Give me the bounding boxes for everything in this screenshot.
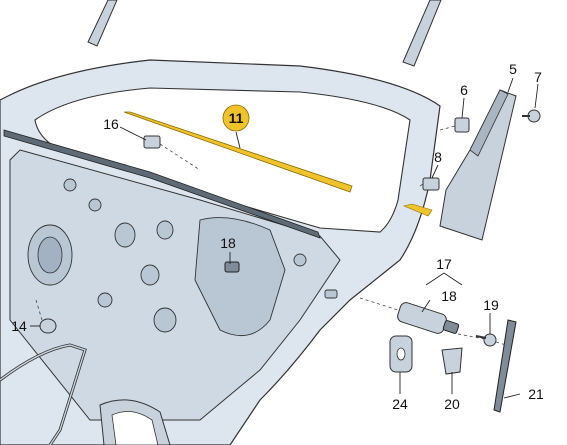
plug-part-14 — [39, 318, 57, 334]
label-7: 7 — [534, 69, 542, 85]
label-11: 11 — [229, 110, 244, 126]
label-16: 16 — [103, 116, 119, 132]
callout-circle-11 — [222, 104, 250, 132]
label-6: 6 — [460, 82, 468, 98]
clip-part-8 — [422, 177, 440, 191]
label-17: 17 — [436, 256, 452, 272]
clip-part-18-panel — [224, 261, 240, 273]
label-14: 14 — [11, 318, 27, 334]
bracket-part-24 — [389, 335, 413, 373]
label-18-handle: 18 — [441, 288, 457, 304]
seal-part-21 — [493, 319, 517, 413]
label-24: 24 — [392, 396, 408, 412]
clip-part-16 — [143, 135, 161, 149]
plate-part-20 — [441, 347, 463, 375]
clip-part-6 — [454, 117, 470, 133]
screw-part-19 — [475, 333, 497, 347]
label-8: 8 — [434, 149, 442, 165]
upper-window-channel-strips — [87, 0, 442, 67]
window-guide-highlighted — [123, 111, 353, 193]
door-panel — [0, 59, 441, 445]
label-5: 5 — [509, 61, 517, 77]
screw-part-7 — [522, 109, 541, 123]
leader-lines — [30, 77, 539, 399]
assembly-lines — [35, 125, 507, 346]
label-21: 21 — [528, 386, 544, 402]
label-19: 19 — [483, 297, 499, 313]
label-20: 20 — [444, 396, 460, 412]
label-18-panel: 18 — [220, 235, 236, 251]
window-regulator — [0, 343, 171, 445]
handle-bolt-part-18 — [397, 302, 460, 334]
window-guide-lower-highlight — [403, 203, 433, 217]
guide-rail-part — [439, 89, 517, 241]
window-belt-seal — [3, 129, 321, 239]
